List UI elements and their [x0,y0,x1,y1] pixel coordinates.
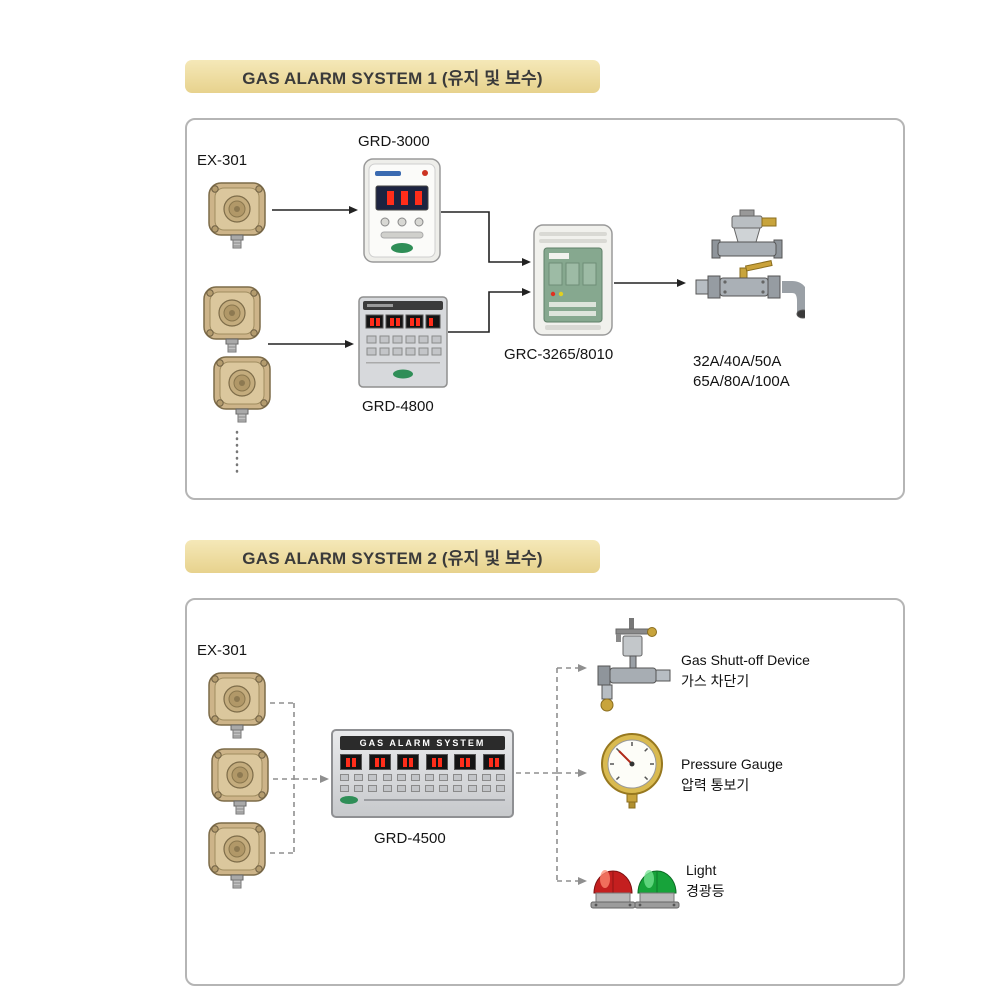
warning-lights [590,870,680,909]
display-window [454,754,477,770]
display-window [397,754,420,770]
output-label-gauge: Pressure Gauge 압력 통보기 [681,754,783,796]
maker-logo [340,796,358,804]
display-window [425,754,448,770]
shutoff-valve-assembly [695,209,805,319]
system2-title-banner: GAS ALARM SYSTEM 2 (유지 및 보수) [185,540,600,573]
output-label-gauge-en: Pressure Gauge [681,756,783,772]
grc-receiver-unit [533,224,613,336]
output-label-shutoff: Gas Shutt-off Device 가스 차단기 [681,650,810,692]
grd-4500-panel-title: GAS ALARM SYSTEM [340,736,505,750]
panel-button-row [340,774,505,781]
output-label-light-ko: 경광등 [686,883,725,899]
output-label-light-en: Light [686,862,717,878]
valve-sizes-label: 32A/40A/50A 65A/80A/100A [693,352,790,392]
output-label-gauge-ko: 압력 통보기 [681,777,750,793]
gas-detector-icon [208,182,266,249]
grd-4800-label: GRD-4800 [362,398,434,415]
valve-sizes-line1: 32A/40A/50A [693,353,782,370]
panel-footer [340,796,505,804]
grd-3000-unit [363,158,441,263]
grd-3000-label: GRD-3000 [358,133,430,150]
system1-detector-label: EX-301 [197,152,248,169]
system2-title: GAS ALARM SYSTEM 2 (유지 및 보수) [242,549,543,568]
display-window [482,754,505,770]
grc-label: GRC-3265/8010 [504,346,614,363]
grd-4500-panel: GAS ALARM SYSTEM [331,729,514,818]
valve-sizes-line2: 65A/80A/100A [693,373,790,390]
display-window [368,754,391,770]
gas-detector-icon [213,356,271,423]
pressure-gauge [601,733,663,809]
system2-frame [185,598,905,986]
gas-detector-icon [208,672,266,739]
display-window [340,754,362,770]
output-label-shutoff-en: Gas Shutt-off Device [681,652,810,668]
grd-4500-displays [340,754,505,770]
grd-4500-label: GRD-4500 [374,830,446,847]
gas-detector-icon [203,286,261,353]
gas-detector-icon [208,822,266,889]
system2-detector-label: EX-301 [197,642,248,659]
gas-detector-icon [211,748,269,815]
system1-title-banner: GAS ALARM SYSTEM 1 (유지 및 보수) [185,60,600,93]
grd-4800-unit [358,296,448,388]
panel-button-row [340,785,505,792]
output-label-light: Light 경광등 [686,860,725,902]
gas-shutoff-device [597,618,671,712]
output-label-shutoff-ko: 가스 차단기 [681,673,750,689]
system1-title: GAS ALARM SYSTEM 1 (유지 및 보수) [242,69,543,88]
